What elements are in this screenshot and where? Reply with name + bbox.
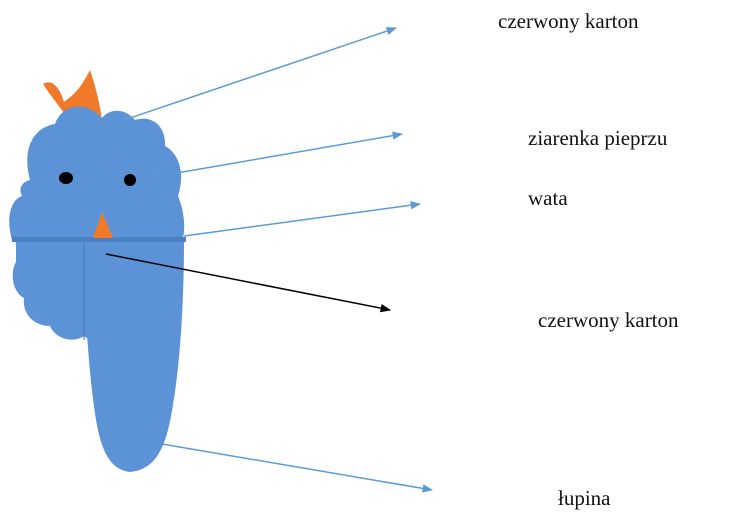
label-czerwony-karton-strip: czerwony karton: [538, 310, 679, 331]
left-eye-icon: [59, 172, 73, 184]
arrow-eyes: [148, 134, 402, 178]
label-wata: wata: [528, 188, 568, 209]
head-cloud: [9, 107, 184, 240]
shell-body: [84, 242, 184, 472]
arrow-cotton: [184, 204, 420, 236]
label-ziarenka-pieprzu: ziarenka pieprzu: [528, 128, 667, 149]
label-czerwony-karton-comb: czerwony karton: [498, 11, 639, 32]
right-eye-icon: [124, 174, 136, 186]
arrow-shell: [162, 444, 432, 490]
label-lupina: łupina: [558, 488, 611, 509]
arrow-comb: [124, 28, 396, 120]
